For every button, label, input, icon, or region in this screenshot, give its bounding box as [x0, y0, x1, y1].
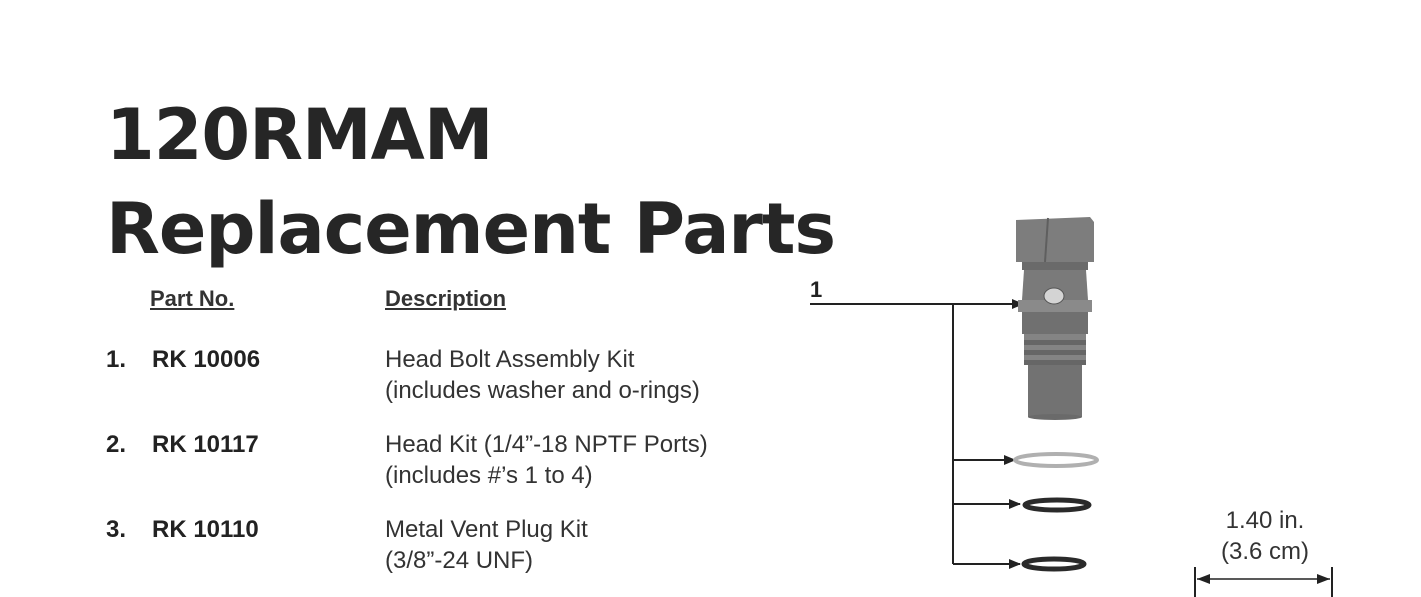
title-subtitle: Replacement Parts: [106, 188, 836, 270]
leader-lines: [810, 299, 1024, 569]
description-line: (includes #’s 1 to 4): [385, 462, 593, 489]
o-ring-icon: [1021, 556, 1087, 572]
part-description: Metal Vent Plug Kit (3/8”-24 UNF): [385, 514, 588, 576]
dimension-centimeters: (3.6 cm): [1220, 538, 1309, 565]
o-ring-icon: [1022, 497, 1092, 513]
description-line: Head Bolt Assembly Kit: [385, 346, 635, 373]
row-number: 2.: [106, 431, 127, 458]
column-header-part-no: Part No.: [150, 286, 235, 311]
part-number: RK 10110: [152, 516, 259, 543]
part-number: RK 10117: [152, 431, 259, 458]
page-title: 120RMAM Replacement Parts: [106, 88, 836, 276]
part-description: Head Bolt Assembly Kit (includes washer …: [385, 344, 700, 406]
column-header-description: Description: [385, 286, 507, 311]
dimension-label: 1.40 in. (3.6 cm): [1190, 505, 1340, 567]
callout-number: 1: [810, 277, 822, 302]
title-model: 120RMAM: [106, 94, 494, 176]
row-number: 1.: [106, 346, 127, 373]
dimension-inches: 1.40 in.: [1225, 507, 1305, 534]
head-bolt-icon: [1016, 217, 1094, 420]
description-line: (includes washer and o-rings): [385, 377, 700, 404]
parts-diagram: 1: [810, 217, 1333, 597]
dimension-indicator: [1194, 567, 1333, 597]
description-line: Head Kit (1/4”-18 NPTF Ports): [385, 431, 708, 458]
part-description: Head Kit (1/4”-18 NPTF Ports) (includes …: [385, 429, 708, 491]
description-line: (3/8”-24 UNF): [385, 547, 534, 574]
washer-icon: [1013, 452, 1099, 468]
description-line: Metal Vent Plug Kit: [385, 516, 588, 543]
row-number: 3.: [106, 516, 127, 543]
part-number: RK 10006: [152, 346, 261, 373]
